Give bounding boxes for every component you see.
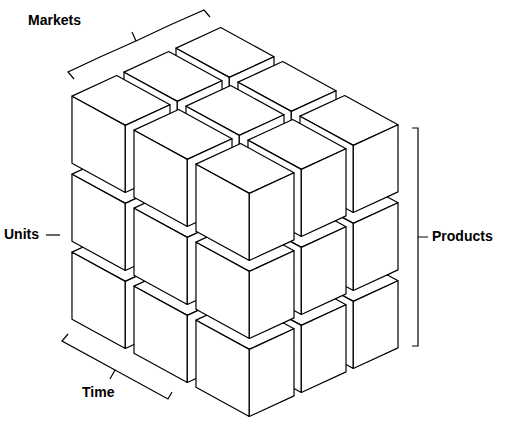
cube-right-face	[301, 227, 346, 315]
cube-right-face	[353, 203, 398, 291]
axis-label: Units	[4, 226, 39, 243]
cube-left-face	[134, 130, 187, 226]
cube-right-face	[249, 251, 294, 339]
cube-left-face	[72, 96, 125, 192]
axis-label: Time	[82, 384, 114, 401]
axis-label: Markets	[28, 12, 81, 29]
bracket	[46, 234, 60, 235]
cube-right-face	[301, 149, 346, 237]
cube-left-face	[196, 164, 249, 260]
bracket	[62, 334, 172, 399]
cube-right-face	[249, 173, 294, 261]
cube-right-face	[353, 125, 398, 213]
bracket	[412, 128, 428, 346]
cube-right-face	[249, 329, 294, 417]
cube-right-face	[301, 305, 346, 393]
bracket	[68, 10, 210, 79]
cube-right-face	[353, 281, 398, 369]
axis-label: Products	[432, 228, 493, 245]
